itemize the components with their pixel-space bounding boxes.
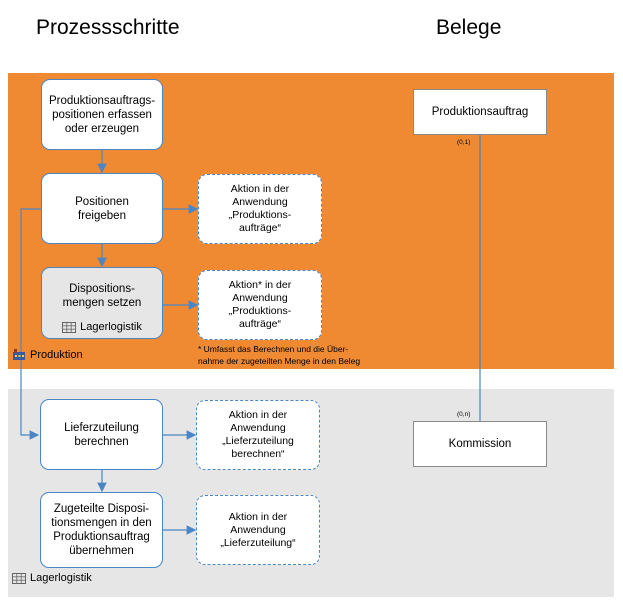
lane-label-logistics-text: Lagerlogistik <box>30 572 92 584</box>
step-release-items: Positionen freigeben <box>41 173 163 244</box>
step-set-mrp-quantities-label: Dispositions- mengen setzen <box>62 283 142 309</box>
action-delivery-allocation: Aktion in der Anwendung „Lieferzuteilung… <box>196 495 320 565</box>
action-production-orders-1: Aktion in der Anwendung „Produktions- au… <box>198 174 322 244</box>
lane-label-production-text: Produktion <box>30 348 83 361</box>
document-production-order: Produktionsauftrag <box>413 89 547 135</box>
header-process-steps: Prozessschritte <box>36 16 180 39</box>
step-create-order-items-label: Produktionsauftrags- positionen erfassen… <box>48 94 156 135</box>
footnote: * Umfasst das Berechnen und die Über- na… <box>198 344 361 366</box>
step-calculate-delivery-allocation-label: Lieferzuteilung berechnen <box>64 421 139 448</box>
action-calculate-delivery-allocation-label: Aktion in der Anwendung „Lieferzuteilung… <box>222 409 294 460</box>
cardinality-production-order: (0,1) <box>457 139 471 146</box>
step-transfer-quantities-label: Zugeteilte Disposi- tionsmengen in den P… <box>51 503 152 557</box>
step-set-mrp-quantities-tag: Lagerlogistik <box>42 320 162 334</box>
document-commission: Kommission <box>413 421 547 467</box>
cardinality-commission: (0,n) <box>457 411 471 418</box>
action-production-orders-2: Aktion* in der Anwendung „Produktions- a… <box>198 270 322 340</box>
action-production-orders-1-label: Aktion in der Anwendung „Produktions- au… <box>228 183 292 234</box>
step-calculate-delivery-allocation: Lieferzuteilung berechnen <box>40 399 163 470</box>
warehouse-grid-icon <box>62 321 77 333</box>
header-documents: Belege <box>436 16 502 39</box>
action-delivery-allocation-label: Aktion in der Anwendung „Lieferzuteilung… <box>220 510 296 549</box>
action-production-orders-2-label: Aktion* in der Anwendung „Produktions- a… <box>228 279 292 330</box>
lane-label-logistics: Lagerlogistik <box>12 572 92 584</box>
factory-icon <box>13 349 25 360</box>
step-transfer-quantities: Zugeteilte Disposi- tionsmengen in den P… <box>40 492 163 568</box>
lane-label-production: Produktion <box>12 348 83 361</box>
warehouse-grid-icon <box>12 572 26 584</box>
step-create-order-items: Produktionsauftrags- positionen erfassen… <box>41 79 163 150</box>
step-set-mrp-quantities-tag-label: Lagerlogistik <box>80 321 142 333</box>
document-production-order-label: Produktionsauftrag <box>431 106 529 118</box>
action-calculate-delivery-allocation: Aktion in der Anwendung „Lieferzuteilung… <box>196 400 320 470</box>
arrow-step2-step4 <box>20 208 41 440</box>
step-set-mrp-quantities: Dispositions- mengen setzen Lagerlogisti… <box>41 267 163 339</box>
document-commission-label: Kommission <box>448 438 512 450</box>
step-release-items-label: Positionen freigeben <box>75 195 129 222</box>
